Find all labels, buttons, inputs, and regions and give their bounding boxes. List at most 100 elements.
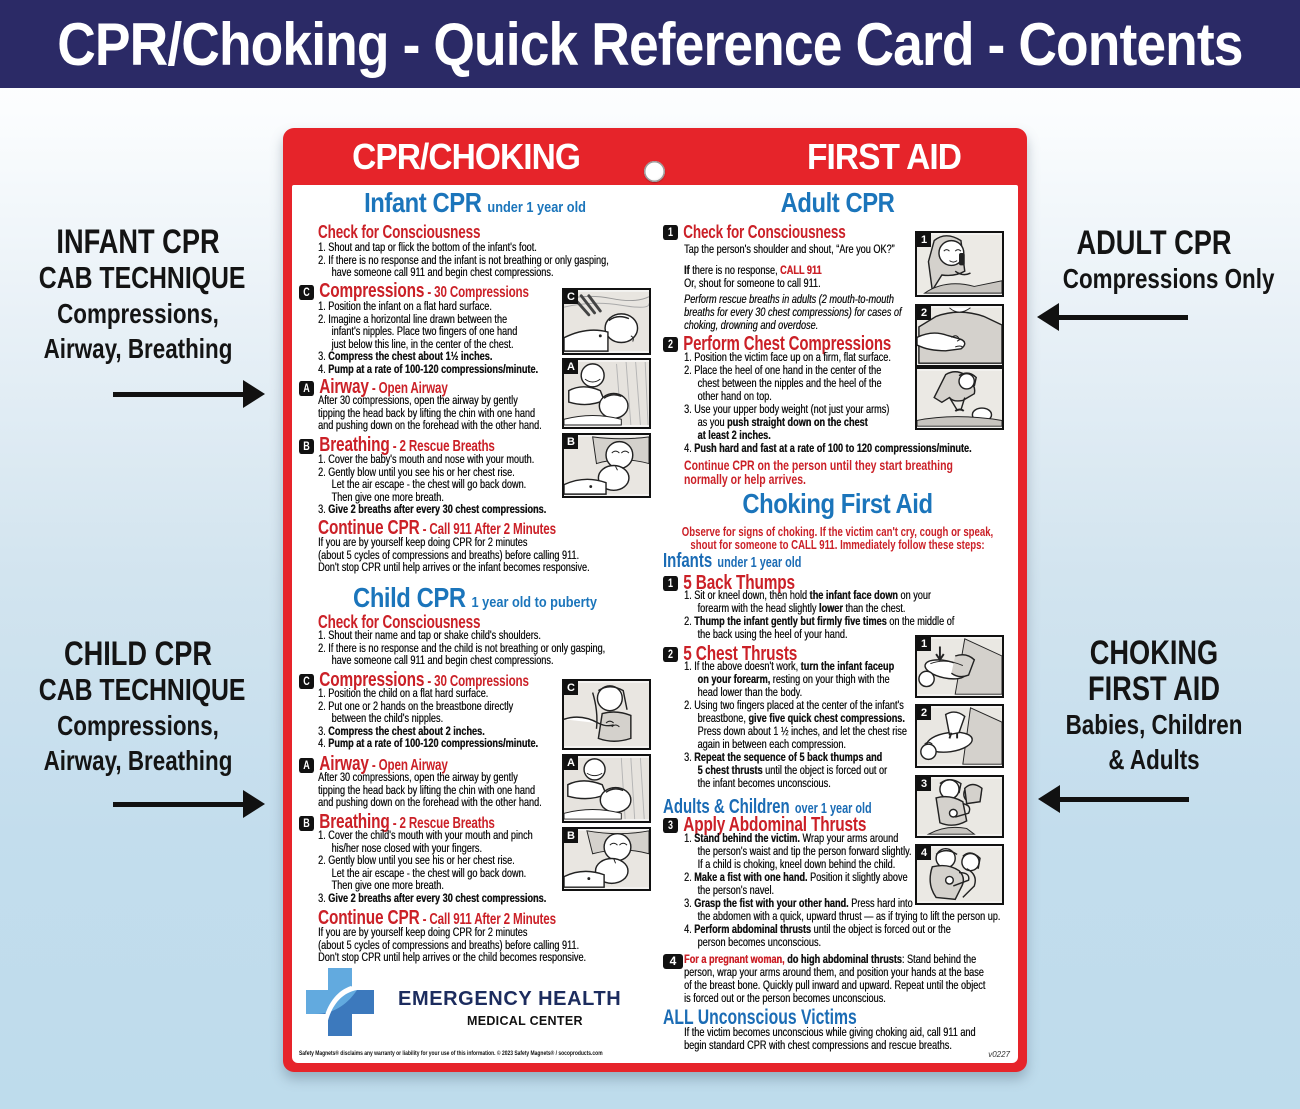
figure-label: A <box>564 756 578 770</box>
unconscious-heading: ALL Unconscious Victims <box>663 1006 857 1029</box>
list-item: 2. Gently blow until you see his or her … <box>318 464 527 504</box>
section-heading-row: C Compressions - 30 Compressions <box>299 280 529 302</box>
step-badge: C <box>299 673 314 689</box>
instruction-paragraph: After 30 compressions, open the airway b… <box>318 770 542 810</box>
list-item: 2. Imagine a horizontal line drawn betwe… <box>318 311 518 351</box>
callout-line: & Adults <box>1108 744 1200 775</box>
figure-label: A <box>564 360 578 374</box>
figure-label: C <box>564 290 578 304</box>
step-badge: C <box>299 284 314 300</box>
callout-line: Compressions, <box>57 298 219 329</box>
section-heading: 5 Chest Thrusts <box>683 642 798 665</box>
list-item: 4. Perform abdominal thrusts until the o… <box>684 922 951 949</box>
section-heading-row: 2 Perform Chest Compressions <box>663 334 891 354</box>
illustration-infant-airway-icon: A <box>562 358 651 429</box>
step-badge: B <box>299 815 314 831</box>
callout-line: INFANT CPR <box>56 223 220 261</box>
section-heading: Airway - Open Airway <box>319 752 448 775</box>
instruction-list: 1. Shout their name and tap or shake chi… <box>318 629 605 667</box>
illustration-back-thumps-icon: 1 <box>915 635 1004 698</box>
column-first-aid: 1 2 1 2 3 4 <box>663 185 1012 1063</box>
logo-subtitle: MEDICAL CENTER <box>467 1014 583 1028</box>
card-header-left-title: CPR/CHOKING <box>352 136 581 177</box>
continue-cpr-note: Continue CPR on the person until they st… <box>684 457 953 487</box>
illustration-child-compressions-icon: C <box>562 679 651 750</box>
step-badge: 3 <box>663 817 678 833</box>
list-item: 2. Using two fingers placed at the cente… <box>684 698 907 751</box>
section-heading: 5 Back Thumps <box>683 571 795 594</box>
figure-label: 1 <box>917 637 931 651</box>
arrow-right-icon <box>112 379 265 409</box>
section-heading-row: 2 5 Chest Thrusts <box>663 642 798 665</box>
section-heading-row: C Compressions - 30 Compressions <box>299 669 529 691</box>
illustration-infant-breathing-icon: B <box>562 433 651 498</box>
disclaimer-text: Safety Magnets® disclaims any warranty o… <box>299 1050 603 1057</box>
instruction-paragraph: If you are by yourself keep doing CPR fo… <box>318 535 590 575</box>
medical-cross-icon <box>306 968 374 1036</box>
list-item: 1. Cover the baby's mouth and nose with … <box>318 452 535 466</box>
section-heading: Check for Consciousness <box>318 222 481 242</box>
card-header: CPR/CHOKING FIRST AID <box>283 128 1027 185</box>
list-item: 3. Use your upper body weight (not just … <box>684 402 890 442</box>
illustration-adult-call-911-icon: 1 <box>915 231 1004 297</box>
section-heading: Check for Consciousness <box>683 222 846 242</box>
instruction-list: 1. Position the victim face up on a firm… <box>684 351 972 455</box>
list-item: 2. Put one or 2 hands on the breastbone … <box>318 698 514 726</box>
instruction-list: 1. Cover the child's mouth with your mou… <box>318 829 546 905</box>
version-code: v0227 <box>988 1050 1010 1059</box>
list-item: 4. Pump at a rate of 100-120 compression… <box>318 736 538 751</box>
section-heading: Continue CPR - Call 911 After 2 Minutes <box>318 906 556 929</box>
illustration-adult-hand-on-chest-icon: 2 <box>915 304 1004 367</box>
card-header-right-title: FIRST AID <box>806 136 962 177</box>
section-heading: Check for Consciousness <box>318 612 481 632</box>
list-item: 2. Make a fist with one hand. Position i… <box>684 870 908 897</box>
step-badge: B <box>299 438 314 454</box>
instruction-list: 1. If the above doesn't work, turn the i… <box>684 660 907 790</box>
list-item: 3. Repeat the sequence of 5 back thumps … <box>684 750 888 790</box>
illustration-infant-compressions-icon: C <box>562 288 651 355</box>
instruction-list: 1. Position the infant on a flat hard su… <box>318 300 538 376</box>
arrow-left-icon <box>1038 784 1190 814</box>
instruction-list: 1. Shout and tap or flick the bottom of … <box>318 241 609 279</box>
instruction-paragraph: Tap the person's shoulder and shout, “Ar… <box>684 242 895 256</box>
callout-line: CHILD CPR <box>63 635 213 673</box>
list-item: 1. Sit or kneel down, then hold the infa… <box>684 588 931 615</box>
callout-adult-cpr: ADULT CPR Compressions Only <box>1040 224 1275 296</box>
section-heading-row: B Breathing - 2 Rescue Breaths <box>299 811 495 833</box>
callout-child-cpr: CHILD CPR CAB TECHNIQUE Compressions, Ai… <box>14 636 262 778</box>
adult-cpr-title: Adult CPR <box>780 187 895 218</box>
figure-label: C <box>564 681 578 695</box>
list-item: 4. Pump at a rate of 100-120 compression… <box>318 361 538 376</box>
illustration-adult-compressions-icon <box>915 367 1004 430</box>
callout-line: Compressions Only <box>1062 263 1275 294</box>
section-heading: Continue CPR - Call 911 After 2 Minutes <box>318 516 556 539</box>
step-badge: 2 <box>663 336 678 352</box>
instruction-paragraph: If you are by yourself keep doing CPR fo… <box>318 925 586 965</box>
figure-label: B <box>564 829 578 843</box>
list-item: 2. If there is no response and the child… <box>318 640 606 668</box>
list-item: 1. Position the victim face up on a firm… <box>684 350 891 364</box>
list-item: 1. Position the infant on a flat hard su… <box>318 299 492 313</box>
list-item: 2. If there is no response and the infan… <box>318 252 609 280</box>
callout-line: FIRST AID <box>1088 670 1220 708</box>
figure-label: 2 <box>917 306 931 320</box>
section-heading-row: 3 Apply Abdominal Thrusts <box>663 814 866 835</box>
section-heading: Airway - Open Airway <box>319 375 448 398</box>
callout-line: Compressions, <box>57 710 219 741</box>
callout-line: Babies, Children <box>1065 709 1243 740</box>
step-badge: A <box>299 380 314 396</box>
list-item: 3. Give 2 breaths after every 30 chest c… <box>318 502 547 517</box>
callout-line: CHOKING <box>1089 634 1219 672</box>
list-item: 1. If the above doesn't work, turn the i… <box>684 659 895 699</box>
punch-hole-icon <box>644 161 665 182</box>
pregnant-woman-paragraph: For a pregnant woman, do high abdominal … <box>684 952 986 1005</box>
banner-title: CPR/Choking - Quick Reference Card - Con… <box>57 10 1243 78</box>
callout-line: ADULT CPR <box>1076 224 1232 262</box>
arrow-left-icon <box>1037 302 1189 332</box>
instruction-list: 1. Position the child on a flat hard sur… <box>318 687 538 750</box>
callout-line: Airway, Breathing <box>43 333 233 364</box>
